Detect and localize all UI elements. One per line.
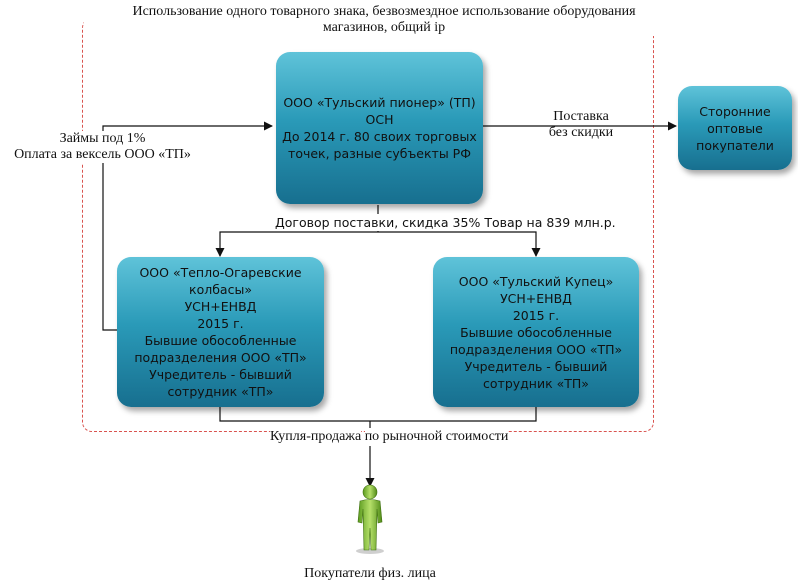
teplo-line-3: УСН+ЕНВД [184,299,257,314]
person-icon [356,484,384,554]
kupets-line-4: Бывшие обособленные [460,324,612,340]
teplo-line-7: Учредитель - бывший [149,367,292,382]
label-loans: Займы под 1% Оплата за вексель ООО «ТП» [0,131,205,163]
label-loans-line1: Займы под 1% [59,131,146,146]
label-supply-line2: без скидки [548,125,614,140]
external-line-3: покупатели [696,137,774,153]
teplo-line-2: колбасы» [189,282,252,297]
kupets-line-6: Учредитель - бывший [464,358,608,374]
label-contract: Договор поставки, скидка 35% Товар на 83… [275,214,616,231]
label-supply: Поставка без скидки [535,109,627,141]
teplo-line-5: Бывшие обособленные [144,333,297,348]
teplo-line-4: 2015 г. [197,316,244,331]
label-contract-line1: Договор поставки, скидка 35% [275,214,481,231]
tp-line-3: До 2014 г. 80 своих торговых [282,129,477,144]
label-loans-line2: Оплата за вексель ООО «ТП» [14,147,191,162]
label-contract-line2: Товар на 839 млн.р. [484,214,616,231]
box-external-buyers: Сторонние оптовые покупатели [678,86,792,170]
external-line-2: оптовые [707,120,763,136]
box-tulsky-kupets: ООО «Тульский Купец» УСН+ЕНВД 2015 г. Бы… [433,257,639,407]
label-physical-buyers: Покупатели физ. лица [304,566,436,581]
external-line-1: Сторонние [699,103,771,119]
teplo-line-6: подразделения ООО «ТП» [134,350,307,365]
kupets-line-5: подразделения ООО «ТП» [449,341,623,357]
tp-line-4: точек, разные субъекты РФ [288,146,471,161]
label-sale-line1: Купля-продажа [270,428,362,446]
label-supply-line1: Поставка [553,109,609,124]
kupets-line-2: УСН+ЕНВД [500,290,572,306]
label-sale-line2: по рыночной стоимости [364,428,509,446]
loans-arrow [102,121,273,331]
kupets-line-1: ООО «Тульский Купец» [458,273,614,289]
frame-caption: Использование одного товарного знака, бе… [84,4,684,36]
sale-merge-line [219,406,537,422]
contract-arrow-left [215,231,378,257]
frame-caption-line1: Использование одного товарного знака, бе… [132,4,636,19]
kupets-line-3: 2015 г. [512,307,560,323]
frame-caption-line2: магазинов, общий ip [322,20,446,35]
label-sale: Купля-продажа по рыночной стоимости [270,428,509,446]
teplo-line-8: сотрудник «ТП» [167,384,274,399]
box-teplo-ogarevskie: ООО «Тепло-Огаревские колбасы» УСН+ЕНВД … [117,257,324,407]
kupets-line-7: сотрудник «ТП» [483,375,589,391]
contract-arrow-right [378,231,541,257]
box-tulsky-pioneer: ООО «Тульский пионер» (ТП) ОСН До 2014 г… [276,52,483,204]
tp-line-1: ООО «Тульский пионер» (ТП) [283,95,476,110]
teplo-line-1: ООО «Тепло-Огаревские [139,265,302,280]
tp-line-2: ОСН [365,112,394,127]
